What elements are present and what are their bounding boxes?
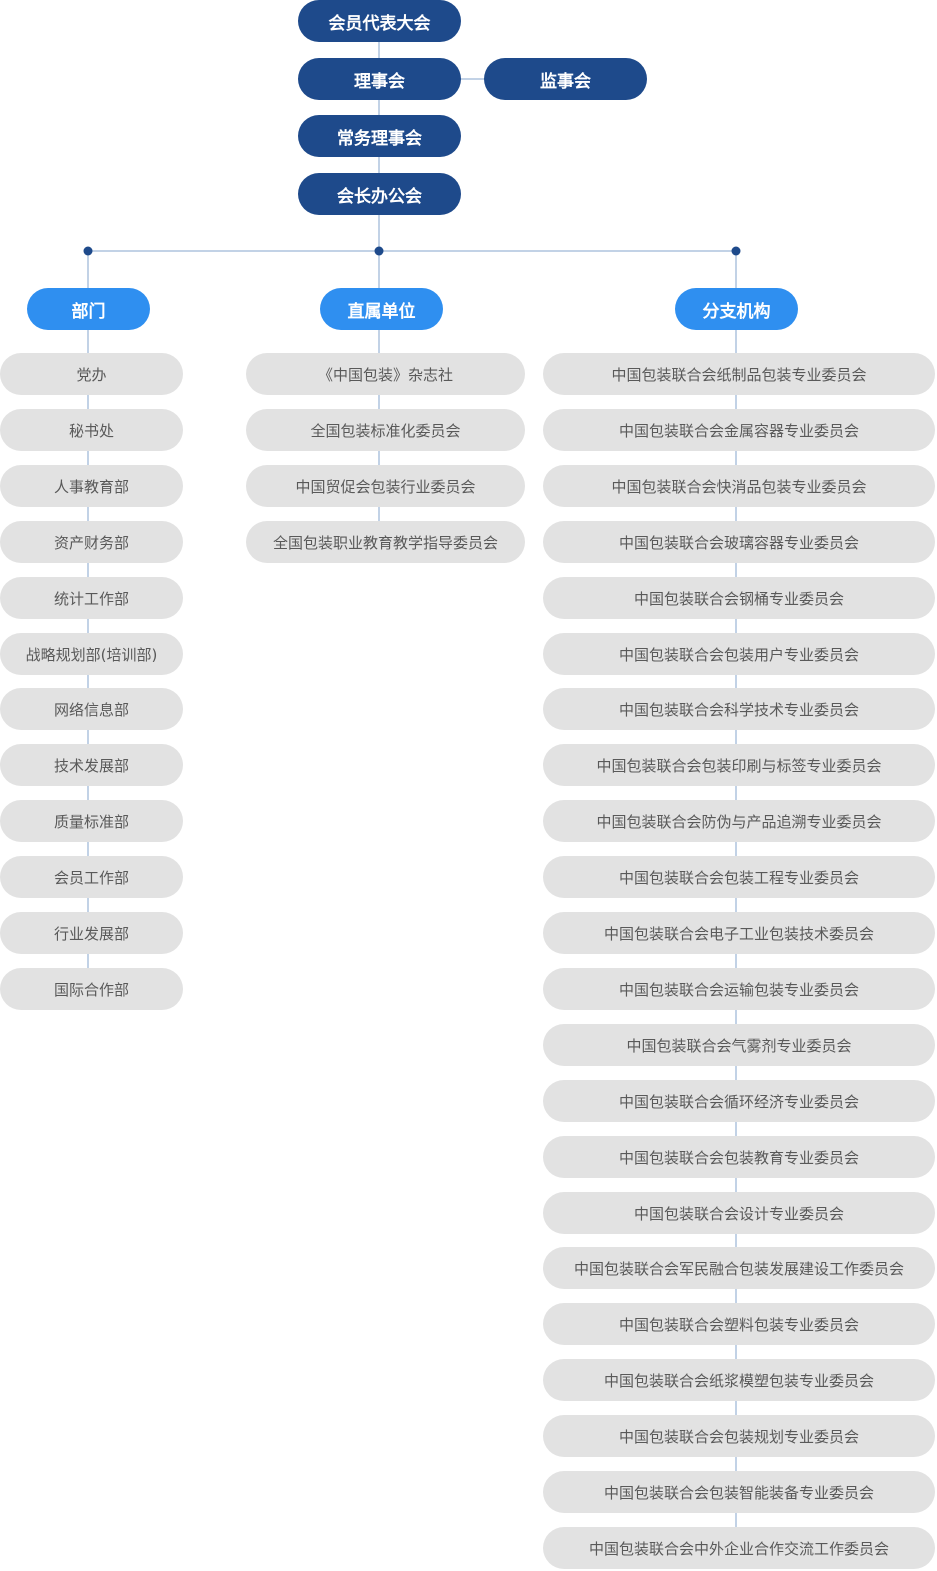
branch-item: 中国包装联合会包装用户专业委员会 [543,633,935,675]
department-item: 会员工作部 [0,856,183,898]
department-item: 统计工作部 [0,577,183,619]
branch-item: 中国包装联合会电子工业包装技术委员会 [543,912,935,954]
branch-item: 中国包装联合会快消品包装专业委员会 [543,465,935,507]
node-standing-council: 常务理事会 [298,115,461,157]
department-item: 质量标准部 [0,800,183,842]
branch-item: 中国包装联合会金属容器专业委员会 [543,409,935,451]
branch-item: 中国包装联合会包装智能装备专业委员会 [543,1471,935,1513]
branch-item: 中国包装联合会纸制品包装专业委员会 [543,353,935,395]
department-item: 网络信息部 [0,688,183,730]
branch-item: 中国包装联合会运输包装专业委员会 [543,968,935,1010]
branch-item: 中国包装联合会设计专业委员会 [543,1192,935,1234]
affiliate-item: 《中国包装》杂志社 [246,353,525,395]
branch-item: 中国包装联合会玻璃容器专业委员会 [543,521,935,563]
junction-dot [374,246,384,256]
branch-item: 中国包装联合会塑料包装专业委员会 [543,1303,935,1345]
node-president-office: 会长办公会 [298,173,461,215]
branch-item: 中国包装联合会包装规划专业委员会 [543,1415,935,1457]
branch-item: 中国包装联合会钢桶专业委员会 [543,577,935,619]
branch-item: 中国包装联合会纸浆模塑包装专业委员会 [543,1359,935,1401]
node-supervisors: 监事会 [484,58,647,100]
affiliate-item: 中国贸促会包装行业委员会 [246,465,525,507]
junction-dot [731,246,741,256]
department-item: 党办 [0,353,183,395]
department-item: 秘书处 [0,409,183,451]
node-council: 理事会 [298,58,461,100]
affiliate-item: 全国包装职业教育教学指导委员会 [246,521,525,563]
branch-item: 中国包装联合会包装教育专业委员会 [543,1136,935,1178]
branch-item: 中国包装联合会军民融合包装发展建设工作委员会 [543,1247,935,1289]
node-assembly: 会员代表大会 [298,0,461,42]
department-item: 资产财务部 [0,521,183,563]
department-item: 国际合作部 [0,968,183,1010]
department-item: 战略规划部(培训部) [0,633,183,675]
column-head-departments: 部门 [27,288,150,330]
branch-item: 中国包装联合会包装工程专业委员会 [543,856,935,898]
junction-dot [83,246,93,256]
branch-item: 中国包装联合会科学技术专业委员会 [543,688,935,730]
column-head-affiliates: 直属单位 [320,288,443,330]
branch-item: 中国包装联合会循环经济专业委员会 [543,1080,935,1122]
branch-item: 中国包装联合会中外企业合作交流工作委员会 [543,1527,935,1569]
department-item: 行业发展部 [0,912,183,954]
department-item: 技术发展部 [0,744,183,786]
column-head-branches: 分支机构 [675,288,798,330]
department-item: 人事教育部 [0,465,183,507]
branch-item: 中国包装联合会包装印刷与标签专业委员会 [543,744,935,786]
branch-item: 中国包装联合会气雾剂专业委员会 [543,1024,935,1066]
affiliate-item: 全国包装标准化委员会 [246,409,525,451]
branch-item: 中国包装联合会防伪与产品追溯专业委员会 [543,800,935,842]
